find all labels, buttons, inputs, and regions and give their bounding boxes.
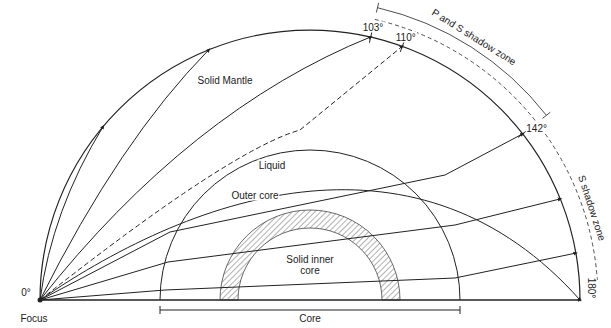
angle-label: 0° [20, 287, 32, 298]
seismic-ray [40, 134, 523, 300]
seismic-ray [40, 46, 402, 300]
seismic-ray [40, 300, 580, 301]
layer-label: Liquid [258, 160, 287, 171]
seismic-ray [40, 126, 103, 300]
angle-label: 110° [395, 31, 417, 42]
angle-label: 180° [586, 277, 597, 300]
dimension-end [460, 306, 461, 314]
seismic-ray [40, 190, 580, 300]
bracket-end [376, 3, 378, 13]
dimension-label: Core [298, 313, 322, 324]
zone-label: P and S shadow zone [429, 6, 519, 68]
seismic-ray [40, 50, 209, 300]
s-shadow-bracket [375, 19, 598, 280]
seismic-ray [40, 37, 371, 300]
earth-surface [40, 30, 580, 300]
layer-label: Solid inner core [285, 254, 335, 276]
dimension-end [160, 306, 161, 314]
angle-label: 103° [362, 22, 385, 33]
focus-label: Focus [19, 313, 48, 324]
layer-label: Solid Mantle [196, 75, 253, 86]
angle-label: 142° [525, 122, 548, 133]
bracket-end [542, 112, 550, 118]
zone-label: S shadow zone [576, 173, 608, 243]
focus-point [38, 298, 43, 303]
seismic-ray [40, 253, 576, 300]
layer-label: Outer core [230, 190, 279, 201]
core-dimension [160, 310, 460, 311]
